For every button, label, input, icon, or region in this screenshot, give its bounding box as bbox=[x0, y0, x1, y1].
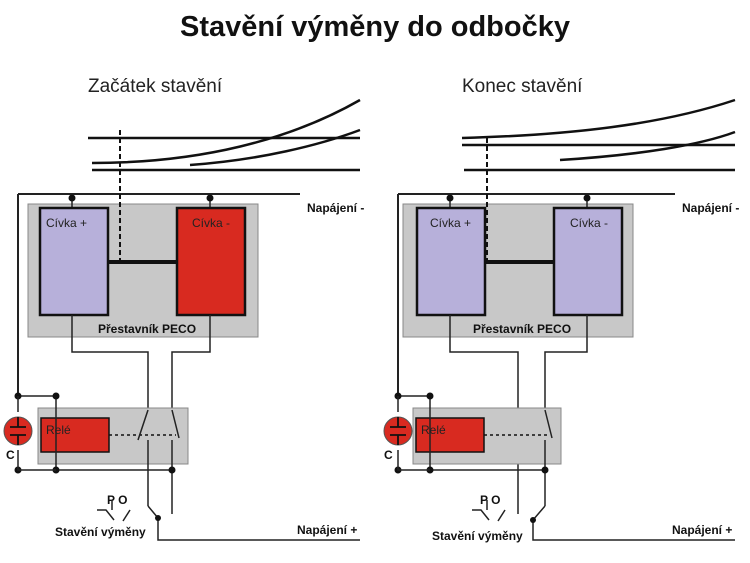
junction-dot bbox=[426, 392, 434, 400]
coil-minus-label: Cívka - bbox=[192, 216, 230, 230]
junction-dot bbox=[52, 392, 60, 400]
junction-dot bbox=[206, 194, 214, 202]
junction-dot bbox=[530, 517, 536, 523]
switch-positions-label: P O bbox=[107, 493, 127, 507]
supply-minus-wire bbox=[397, 193, 675, 396]
relay-label: Relé bbox=[421, 423, 446, 437]
capacitor-wires bbox=[397, 396, 430, 471]
junction-dot bbox=[155, 515, 161, 521]
coil-plus-label: Cívka + bbox=[430, 216, 471, 230]
supply-minus-wire bbox=[17, 193, 300, 396]
relay-contacts bbox=[544, 409, 553, 439]
junction-dot bbox=[446, 194, 454, 202]
relay-label: Relé bbox=[46, 423, 71, 437]
capacitor-label: C bbox=[384, 448, 393, 462]
button-symbol bbox=[97, 500, 131, 522]
junction-dot bbox=[583, 194, 591, 202]
junction-dot bbox=[68, 194, 76, 202]
point-machine-label: Přestavník PECO bbox=[98, 322, 196, 336]
relay-contacts bbox=[137, 409, 180, 441]
rail-diverging-inner bbox=[189, 128, 361, 167]
coil-plus bbox=[415, 206, 487, 317]
panel-heading: Začátek stavění bbox=[88, 76, 223, 97]
relay-coil bbox=[415, 417, 485, 453]
coil-minus-label: Cívka - bbox=[570, 216, 608, 230]
capacitor-wires bbox=[17, 396, 56, 471]
panel-left: Začátek stavění Napájení - Cívka + Cívka… bbox=[3, 76, 364, 541]
track-rails bbox=[461, 98, 736, 172]
rail-diverging-outer bbox=[91, 98, 361, 165]
junction-dot bbox=[541, 466, 549, 474]
supply-plus-label: Napájení + bbox=[672, 523, 732, 537]
button-label: Stavění výměny bbox=[55, 525, 146, 539]
coil-output-wires bbox=[71, 315, 211, 410]
capacitor-symbol bbox=[10, 417, 26, 445]
capacitor-label: C bbox=[6, 448, 15, 462]
supply-minus-label: Napájení - bbox=[307, 201, 364, 215]
panel-heading: Konec stavění bbox=[462, 76, 583, 97]
switch-positions-label: P O bbox=[480, 493, 500, 507]
relay-feed-wire bbox=[398, 395, 545, 471]
capacitor-symbol bbox=[390, 417, 406, 445]
relay-feed-wire bbox=[18, 395, 172, 471]
coil-minus bbox=[175, 206, 247, 317]
track-rails bbox=[88, 98, 361, 172]
diagram-title: Stavění výměny do odbočky bbox=[180, 11, 570, 43]
rail-diverging-inner bbox=[559, 130, 736, 162]
supply-plus-label: Napájení + bbox=[297, 523, 357, 537]
junction-dot bbox=[168, 466, 176, 474]
rail-diverging-outer bbox=[461, 98, 736, 140]
coil-plus-label: Cívka + bbox=[46, 216, 87, 230]
button-symbol bbox=[472, 500, 506, 522]
supply-minus-label: Napájení - bbox=[682, 201, 739, 215]
point-machine-label: Přestavník PECO bbox=[473, 322, 571, 336]
button-wires bbox=[517, 505, 735, 541]
button-label: Stavění výměny bbox=[432, 529, 523, 543]
panel-right: Konec stavění Napájení - Cívka + Cívka -… bbox=[383, 76, 739, 543]
